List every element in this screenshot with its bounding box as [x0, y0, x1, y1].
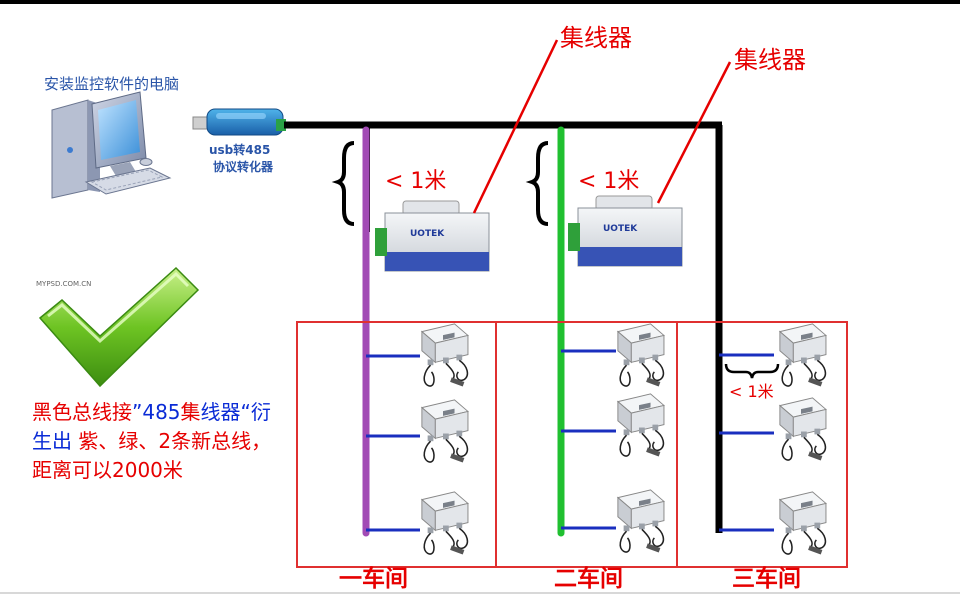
svg-text:UOTEK: UOTEK: [603, 224, 638, 234]
workshop-label-2: 二车间: [554, 566, 623, 592]
hub-label-2: 集线器: [734, 46, 806, 74]
bottom-border: [0, 592, 960, 594]
hub-device-2: UOTEK: [568, 195, 683, 267]
caption-part-3: ”485: [132, 400, 181, 424]
hub-pointer-line-1: [472, 39, 559, 214]
caption-part-6: 紫、绿、2条新总线，距离可以2000米: [32, 429, 272, 482]
hub-label-1: 集线器: [560, 24, 632, 52]
computer-icon: [51, 91, 172, 199]
caption-part-4: 集: [180, 400, 201, 424]
caption-part-5: 线器“衍生出: [32, 400, 271, 453]
distance-brace-3: [724, 363, 780, 379]
caption-part-1: 黑色: [32, 400, 72, 424]
usb-converter-icon: [192, 108, 286, 136]
workshop-box-outline: [296, 321, 848, 568]
hub-distance-1: < 1米: [385, 169, 447, 194]
workshop-label-1: 一车间: [339, 566, 408, 592]
branch-lines: [366, 349, 774, 532]
converter-label-line1: usb转485: [209, 143, 271, 157]
workshop3-distance: < 1米: [729, 382, 774, 401]
distance-brace-2: [525, 141, 549, 226]
workshop-label-3: 三车间: [732, 566, 801, 592]
sensor-devices: [421, 323, 827, 556]
svg-text:UOTEK: UOTEK: [410, 229, 445, 239]
hub-distance-2: < 1米: [578, 169, 640, 194]
checkmark-icon: [38, 266, 200, 388]
hub-device-1: UOTEK: [375, 200, 490, 272]
distance-brace-1: [331, 141, 355, 226]
checkmark-watermark: MYPSD.COM.CN: [36, 280, 92, 288]
converter-label-line2: 协议转化器: [213, 160, 274, 174]
hub-pointer-line-2: [656, 61, 732, 204]
caption-text: 黑色总线接”485集线器“衍生出 紫、绿、2条新总线，距离可以2000米: [32, 398, 272, 485]
caption-part-2: 总线接: [72, 400, 132, 424]
top-border: [0, 0, 960, 4]
pc-label: 安装监控软件的电脑: [44, 75, 180, 93]
